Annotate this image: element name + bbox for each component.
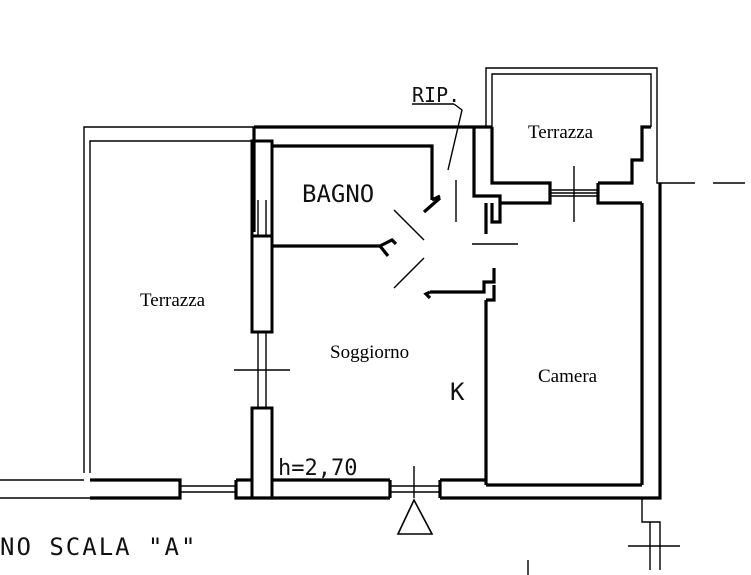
terrace-left-outline	[0, 126, 254, 499]
annotation-rip: RIP.	[412, 83, 460, 107]
annotation-bagno: BAGNO	[302, 180, 374, 208]
door-swing-lines	[393, 209, 425, 289]
crosshair-marks	[234, 166, 680, 575]
entrance-triangle-icon	[396, 498, 434, 535]
room-label-camera: Camera	[538, 366, 598, 387]
annotation-kitchen: K	[450, 378, 465, 406]
annotation-stair: NO SCALA "A"	[0, 533, 197, 561]
room-label-soggiorno: Soggiorno	[330, 342, 409, 363]
rip-leader	[412, 103, 463, 171]
room-label-terrazza-left: Terrazza	[140, 290, 206, 311]
interior-walls	[272, 127, 518, 485]
room-label-terrazza-top: Terrazza	[528, 122, 594, 143]
annotation-height: h=2,70	[278, 456, 357, 481]
terrace-top-walls	[490, 125, 651, 205]
